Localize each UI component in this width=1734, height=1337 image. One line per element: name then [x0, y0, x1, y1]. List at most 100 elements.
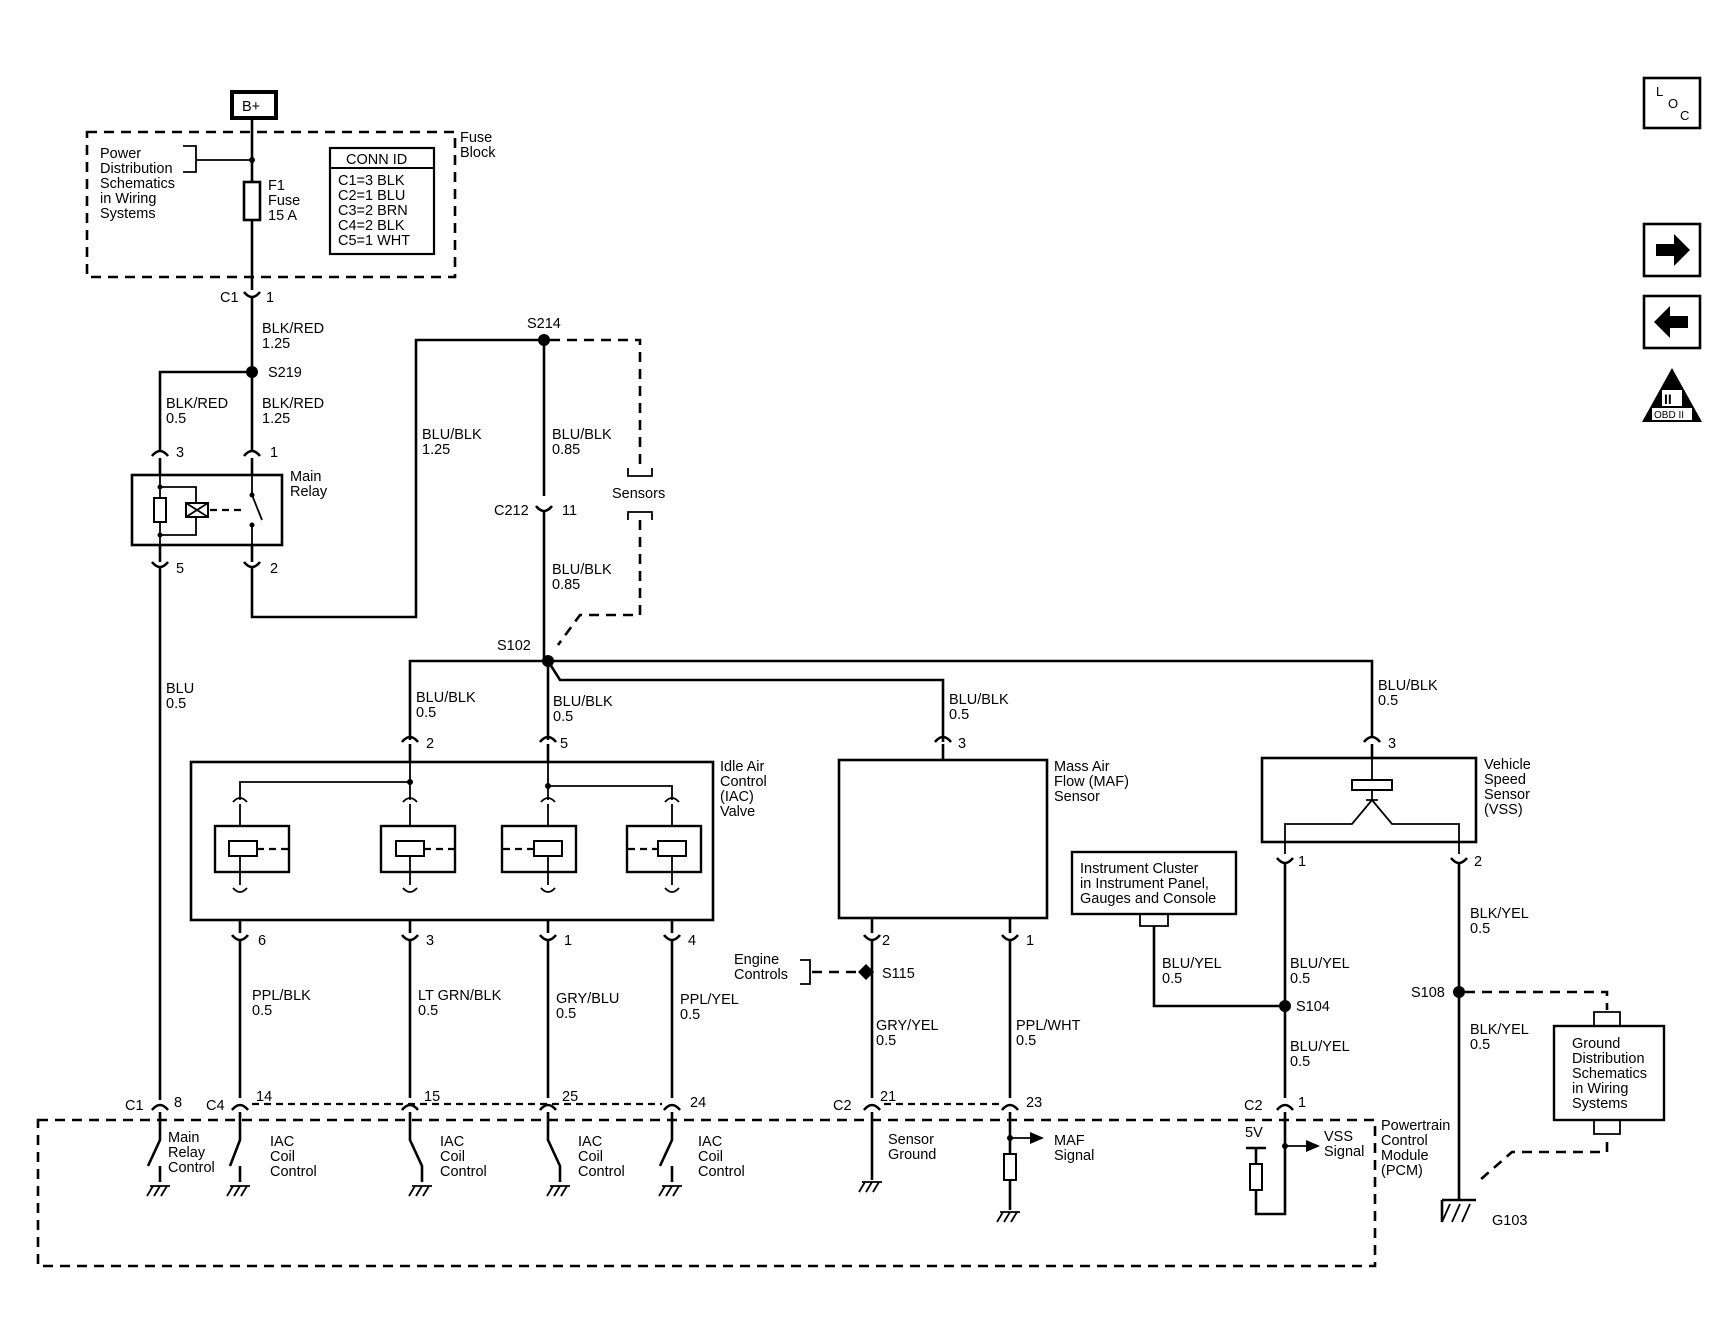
svg-text:BLU/BLK: BLU/BLK: [949, 692, 1009, 708]
svg-text:0.5: 0.5: [418, 1003, 438, 1019]
svg-text:Power: Power: [100, 146, 141, 162]
iac-coil-icons: [213, 797, 703, 893]
wire-c1-to-s219: [158, 297, 254, 450]
wire-label-blublk-085-a: BLU/BLK 0.85: [552, 427, 612, 458]
splice-s214-label: S214: [527, 316, 561, 332]
svg-text:0.5: 0.5: [166, 696, 186, 712]
relay-pin-2: 2: [270, 561, 278, 577]
vss-pin-2: 2: [1474, 854, 1482, 870]
pcm-c1-pin-8: 8: [174, 1095, 182, 1111]
power-distribution-note: Power Distribution Schematics in Wiring …: [100, 146, 175, 222]
svg-text:1.25: 1.25: [422, 442, 450, 458]
svg-text:C4=2 BLK: C4=2 BLK: [338, 218, 405, 234]
obd-ii-button[interactable]: II OBD II: [1642, 368, 1702, 422]
svg-text:L: L: [1656, 84, 1663, 99]
ground-distribution-reference: Ground Distribution Schematics in Wiring…: [1552, 1011, 1666, 1135]
svg-text:Gauges and Console: Gauges and Console: [1080, 891, 1216, 907]
svg-text:Coil: Coil: [698, 1149, 723, 1165]
svg-text:GRY/YEL: GRY/YEL: [876, 1018, 939, 1034]
svg-text:Fuse: Fuse: [268, 193, 300, 209]
svg-text:BLK/RED: BLK/RED: [166, 396, 228, 412]
svg-text:Module: Module: [1381, 1148, 1429, 1164]
svg-text:Engine: Engine: [734, 952, 779, 968]
wire-label-blublk-05-a: BLU/BLK 0.5: [416, 690, 476, 721]
relay-switch-icon: [210, 475, 263, 545]
svg-text:0.5: 0.5: [1162, 971, 1182, 987]
svg-text:Ground: Ground: [888, 1147, 936, 1163]
svg-text:(VSS): (VSS): [1484, 802, 1523, 818]
connector-c212-label: C212: [494, 503, 529, 519]
bplus-terminal: B+: [230, 90, 278, 120]
previous-page-button[interactable]: [1642, 294, 1702, 350]
wire-label-blkred-05: BLK/RED 0.5: [166, 396, 228, 427]
svg-text:0.85: 0.85: [552, 577, 580, 593]
svg-text:in Wiring: in Wiring: [1572, 1081, 1628, 1097]
pcm-iac-coil-control-label-2: IAC Coil Control: [440, 1134, 487, 1180]
fuse-block-title: Fuse Block: [460, 130, 496, 161]
svg-text:BLK/YEL: BLK/YEL: [1470, 1022, 1529, 1038]
conn-id-table: CONN ID C1=3 BLK C2=1 BLU C3=2 BRN C4=2 …: [328, 146, 436, 256]
pcm-vss-signal: 5V VSS Signal: [1245, 1112, 1364, 1216]
loc-button[interactable]: L O C: [1642, 76, 1702, 130]
svg-text:BLU/BLK: BLU/BLK: [1378, 678, 1438, 694]
svg-text:BLK/RED: BLK/RED: [262, 321, 324, 337]
arrow-left-icon: [1654, 306, 1688, 338]
pcm-connector-c2-a: C2: [833, 1098, 852, 1114]
svg-text:Relay: Relay: [290, 484, 328, 500]
splice-s219: [246, 366, 258, 378]
fuse-f1-label: F1 Fuse 15 A: [268, 178, 300, 224]
fuse-f1-icon: [242, 180, 262, 222]
main-relay-title: Main Relay: [290, 469, 328, 500]
wire-label-blkred-125-a: BLK/RED 1.25: [262, 321, 324, 352]
svg-text:Coil: Coil: [270, 1149, 295, 1165]
svg-text:Speed: Speed: [1484, 772, 1526, 788]
svg-text:PPL/YEL: PPL/YEL: [680, 992, 739, 1008]
pcm-c4-pin-14: 14: [256, 1089, 272, 1105]
pcm-c4-pin-24: 24: [690, 1095, 706, 1111]
svg-text:15 A: 15 A: [268, 208, 297, 224]
instrument-cluster-reference: Instrument Cluster in Instrument Panel, …: [1070, 850, 1238, 927]
svg-text:Coil: Coil: [578, 1149, 603, 1165]
splice-s219-label: S219: [268, 365, 302, 381]
pcm-iac-coil-control-label-3: IAC Coil Control: [578, 1134, 625, 1180]
note-bracket: [183, 145, 252, 173]
wire-label-blublk-125: BLU/BLK 1.25: [422, 427, 482, 458]
vss-box: [1260, 756, 1478, 844]
svg-text:F1: F1: [268, 178, 285, 194]
svg-text:IAC: IAC: [578, 1134, 602, 1150]
pcm-iac-coil-control-label-4: IAC Coil Control: [698, 1134, 745, 1180]
wire-label-pplyel: PPL/YEL 0.5: [680, 992, 739, 1023]
svg-text:Control: Control: [698, 1164, 745, 1180]
svg-text:0.5: 0.5: [556, 1006, 576, 1022]
wire-label-ltgrnblk: LT GRN/BLK 0.5: [418, 988, 502, 1019]
next-page-button[interactable]: [1642, 222, 1702, 278]
svg-text:1.25: 1.25: [262, 336, 290, 352]
svg-text:Control: Control: [440, 1164, 487, 1180]
pcm-connector-c1: C1: [125, 1098, 144, 1114]
ground-g103-icon: [1440, 1198, 1476, 1223]
svg-text:0.5: 0.5: [1290, 1054, 1310, 1070]
pcm-connector-c2-b: C2: [1244, 1098, 1263, 1114]
svg-text:Systems: Systems: [100, 206, 156, 222]
svg-text:Vehicle: Vehicle: [1484, 757, 1531, 773]
svg-text:0.85: 0.85: [552, 442, 580, 458]
main-relay-box: [130, 473, 284, 547]
svg-text:BLK/YEL: BLK/YEL: [1470, 906, 1529, 922]
maf-pin-3: 3: [958, 736, 966, 752]
svg-text:BLU/BLK: BLU/BLK: [422, 427, 482, 443]
svg-text:in Instrument Panel,: in Instrument Panel,: [1080, 876, 1209, 892]
svg-text:Ground: Ground: [1572, 1036, 1620, 1052]
svg-text:OBD II: OBD II: [1654, 410, 1684, 421]
arrow-right-icon: [1656, 234, 1690, 266]
pcm-c2-pin-1: 1: [1298, 1095, 1306, 1111]
relay-pin-5: 5: [176, 561, 184, 577]
svg-text:0.5: 0.5: [166, 411, 186, 427]
svg-text:Block: Block: [460, 145, 496, 161]
svg-text:0.5: 0.5: [1290, 971, 1310, 987]
wire-label-blublk-05-d: BLU/BLK 0.5: [1378, 678, 1438, 709]
connector-c1-pin: 1: [266, 290, 274, 306]
svg-text:(PCM): (PCM): [1381, 1163, 1423, 1179]
svg-text:Signal: Signal: [1054, 1148, 1094, 1164]
iac-valve-box: [189, 760, 715, 922]
